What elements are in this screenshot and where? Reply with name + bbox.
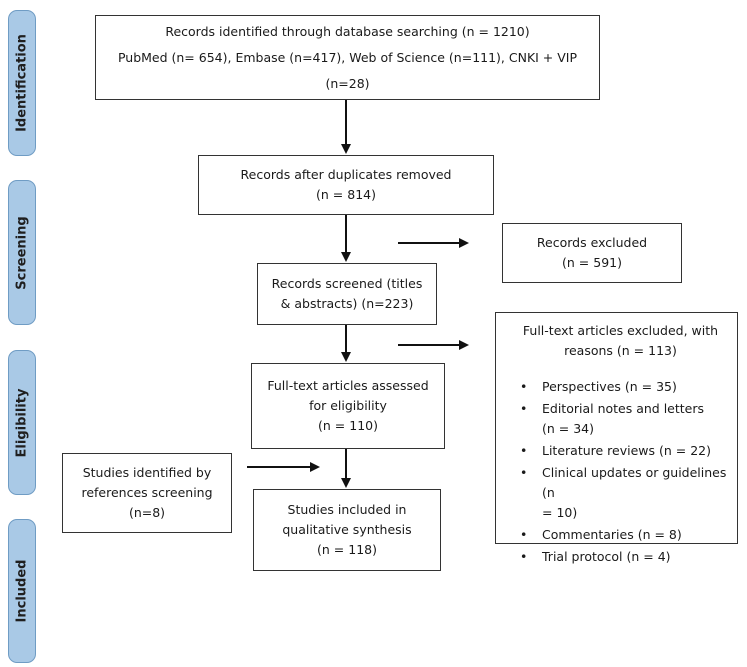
fulltext-excluded-title: Full-text articles excluded, with — [522, 323, 719, 338]
records-excluded-title: Records excluded — [536, 235, 648, 250]
records-excluded-count: (n = 591) — [562, 255, 622, 270]
exclusion-reason: • Literature reviews (n = 22) — [510, 441, 731, 461]
fulltext-assessed-count: (n = 110) — [318, 418, 378, 433]
studies-included-count: (n = 118) — [317, 542, 377, 557]
records-excluded-box: Records excluded (n = 591) — [502, 223, 682, 283]
fulltext-excluded-box: Full-text articles excluded, with reason… — [495, 312, 738, 564]
records-identified-title: Records identified through database sear… — [165, 23, 530, 39]
studies-included-title: Studies included in — [287, 502, 407, 517]
stage-included: Included — [8, 519, 36, 663]
bullet-icon: • — [520, 379, 528, 394]
references-screening-count: (n=8) — [128, 505, 166, 520]
studies-included-box: Studies included in qualitative synthesi… — [253, 489, 441, 571]
exclusion-reason: • Perspectives (n = 35) — [510, 377, 731, 397]
bullet-icon: • — [520, 443, 528, 458]
stage-identification: Identification — [8, 10, 36, 156]
exclusion-reason: • Clinical updates or guidelines (n = 10… — [520, 465, 727, 520]
references-screening-title: Studies identified by — [82, 465, 212, 480]
studies-included-subtitle: qualitative synthesis — [282, 522, 412, 537]
bullet-icon: • — [520, 465, 528, 480]
fulltext-assessed-subtitle: for eligibility — [309, 398, 387, 413]
records-identified-sources: PubMed (n= 654), Embase (n=417), Web of … — [117, 49, 578, 91]
records-identified-box: Records identified through database sear… — [95, 15, 600, 100]
exclusion-reason: • Commentaries (n = 8) — [510, 525, 731, 545]
records-screened-title: Records screened (titles — [271, 276, 423, 291]
records-deduplicated-count: (n = 814) — [316, 187, 376, 202]
references-screening-subtitle: references screening — [81, 485, 213, 500]
records-screened-box: Records screened (titles & abstracts) (n… — [257, 263, 437, 325]
exclusion-reasons-list: • Perspectives (n = 35) • Editorial note… — [510, 377, 731, 567]
stage-eligibility: Eligibility — [8, 350, 36, 495]
bullet-icon: • — [520, 401, 528, 416]
bullet-icon: • — [520, 549, 528, 564]
records-deduplicated-title: Records after duplicates removed — [240, 167, 452, 182]
records-screened-count: & abstracts) (n=223) — [280, 296, 414, 311]
fulltext-excluded-count: reasons (n = 113) — [564, 343, 677, 358]
fulltext-assessed-title: Full-text articles assessed — [267, 378, 429, 393]
stage-screening: Screening — [8, 180, 36, 325]
fulltext-assessed-box: Full-text articles assessed for eligibil… — [251, 363, 445, 449]
references-screening-box: Studies identified by references screeni… — [62, 453, 232, 533]
records-deduplicated-box: Records after duplicates removed (n = 81… — [198, 155, 494, 215]
exclusion-reason: • Editorial notes and letters (n = 34) — [520, 401, 705, 436]
bullet-icon: • — [520, 527, 528, 542]
exclusion-reason: • Trial protocol (n = 4) — [510, 547, 731, 567]
